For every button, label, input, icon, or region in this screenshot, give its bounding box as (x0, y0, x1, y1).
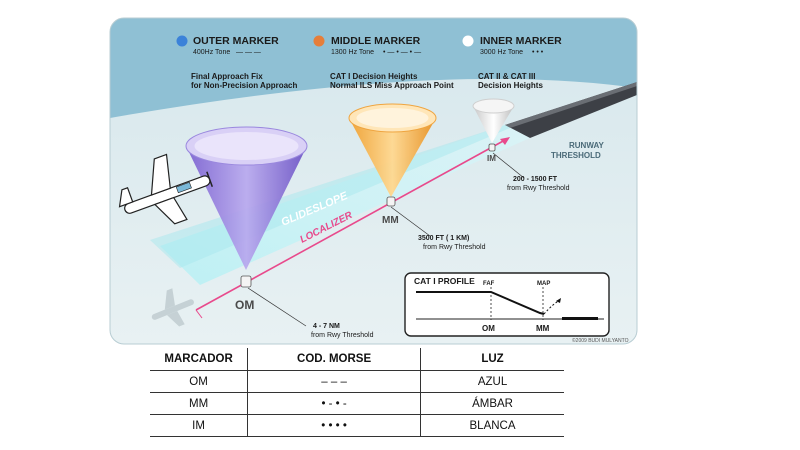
outer-marker-morse: — — — (236, 49, 261, 56)
middle-desc-line2: Normal ILS Miss Approach Point (330, 81, 454, 90)
table-row: MM • - • - ÁMBAR (150, 392, 564, 415)
inner-desc-line2: Decision Heights (478, 81, 543, 90)
middle-desc-line1: CAT I Decision Heights (330, 72, 418, 81)
cat1-profile-box: CAT I PROFILE FAF MAP OM MM (404, 272, 610, 337)
om-distance-line1: 4 - 7 NM (313, 323, 340, 330)
mm-label: MM (382, 215, 399, 226)
profile-mm-label: MM (536, 324, 550, 333)
table-row: OM – – – AZUL (150, 370, 564, 393)
legend-outer-marker: OUTER MARKER 400Hz Tone — — — (176, 35, 279, 56)
cell-light: BLANCA (420, 414, 564, 437)
profile-faf-label: FAF (483, 281, 495, 287)
om-beacon-icon (240, 275, 252, 288)
table-row: IM • • • • BLANCA (150, 414, 564, 437)
outer-marker-dot (176, 35, 188, 47)
profile-approach-path (416, 291, 545, 315)
inner-desc-line1: CAT II & CAT III (478, 72, 535, 81)
header-luz: LUZ (420, 348, 564, 371)
legend-middle-marker: MIDDLE MARKER 1300 Hz Tone • — • — • — (313, 35, 421, 56)
om-distance-line2: from Rwy Threshold (311, 332, 374, 339)
morse-code-table: MARCADOR COD. MORSE LUZ OM – – – AZUL MM… (150, 348, 564, 437)
header-marcador: MARCADOR (150, 348, 248, 371)
profile-map-label: MAP (537, 281, 550, 287)
inner-marker-title: INNER MARKER (480, 35, 562, 47)
middle-marker-dot (313, 35, 325, 47)
im-distance-line2: from Rwy Threshold (507, 185, 570, 192)
table-header-row: MARCADOR COD. MORSE LUZ (150, 348, 564, 371)
profile-title: CAT I PROFILE (414, 276, 475, 286)
outer-desc-line2: for Non-Precision Approach (191, 81, 297, 90)
im-beacon-icon (488, 143, 496, 152)
im-label: IM (487, 154, 496, 163)
header-cod-morse: COD. MORSE (247, 348, 421, 371)
inner-marker-morse: • • • (532, 49, 544, 56)
mm-distance-line2: from Rwy Threshold (423, 244, 486, 251)
outer-marker-tone: 400Hz Tone (193, 49, 230, 56)
inner-marker-tone: 3000 Hz Tone (480, 49, 523, 56)
cell-morse: • • • • (247, 414, 421, 437)
cell-morse: – – – (247, 370, 421, 393)
cell-light: AZUL (420, 370, 564, 393)
runway-threshold-label-2: THRESHOLD (551, 151, 601, 160)
sky-band (110, 18, 637, 118)
ils-marker-diagram: OUTER MARKER 400Hz Tone — — — MIDDLE MAR… (109, 17, 638, 345)
cell-light: ÁMBAR (420, 392, 564, 415)
inner-marker-cone (472, 98, 515, 143)
airplane-shadow-icon (151, 288, 194, 327)
legend-inner-marker: INNER MARKER 3000 Hz Tone • • • (462, 35, 562, 56)
airplane-icon (118, 153, 214, 225)
cell-morse: • - • - (247, 392, 421, 415)
cell-marker: OM (150, 370, 248, 393)
outer-desc-line1: Final Approach Fix (191, 72, 263, 81)
middle-marker-morse: • — • — • — (383, 49, 421, 56)
cell-marker: MM (150, 392, 248, 415)
outer-marker-title: OUTER MARKER (193, 35, 279, 47)
middle-marker-title: MIDDLE MARKER (331, 35, 421, 47)
mm-distance-line1: 3500 FT ( 1 KM) (418, 235, 469, 242)
om-label: OM (235, 298, 254, 312)
outer-marker-cone (185, 126, 308, 270)
cell-marker: IM (150, 414, 248, 437)
inner-marker-dot (462, 35, 474, 47)
middle-marker-tone: 1300 Hz Tone (331, 49, 374, 56)
copyright: ©2009 BUDI MULYANTO (572, 337, 629, 344)
mm-beacon-icon (386, 196, 396, 207)
profile-om-label: OM (482, 324, 495, 333)
runway-threshold-label-1: RUNWAY (569, 141, 604, 150)
im-distance-line1: 200 - 1500 FT (513, 176, 558, 183)
middle-marker-cone (348, 103, 437, 197)
